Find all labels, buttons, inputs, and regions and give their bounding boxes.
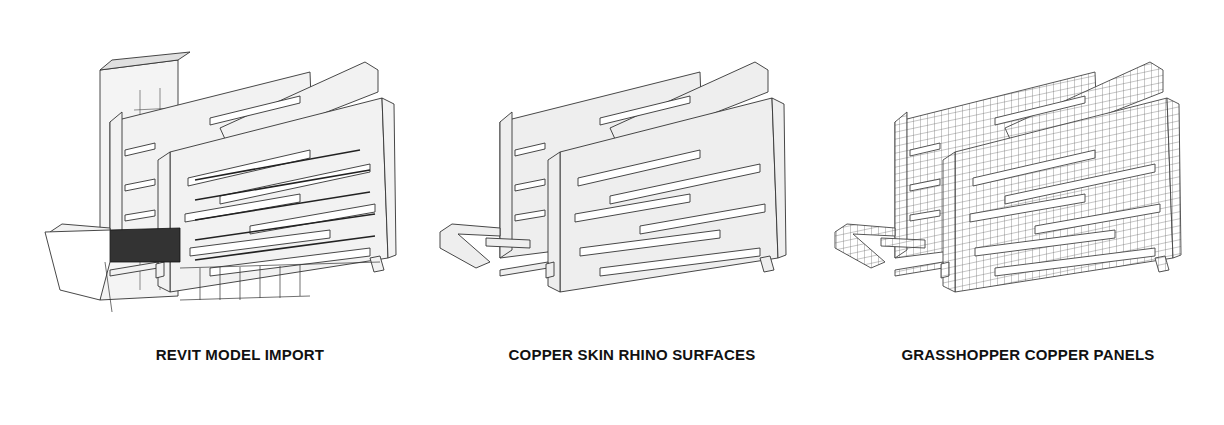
copper-panels <box>835 62 1181 292</box>
revit-model <box>45 52 396 312</box>
copper-skin-surfaces <box>440 62 786 292</box>
view-caption: REVIT MODEL IMPORT <box>156 346 324 363</box>
view-caption: GRASSHOPPER COPPER PANELS <box>901 346 1154 363</box>
view-caption: COPPER SKIN RHINO SURFACES <box>509 346 756 363</box>
